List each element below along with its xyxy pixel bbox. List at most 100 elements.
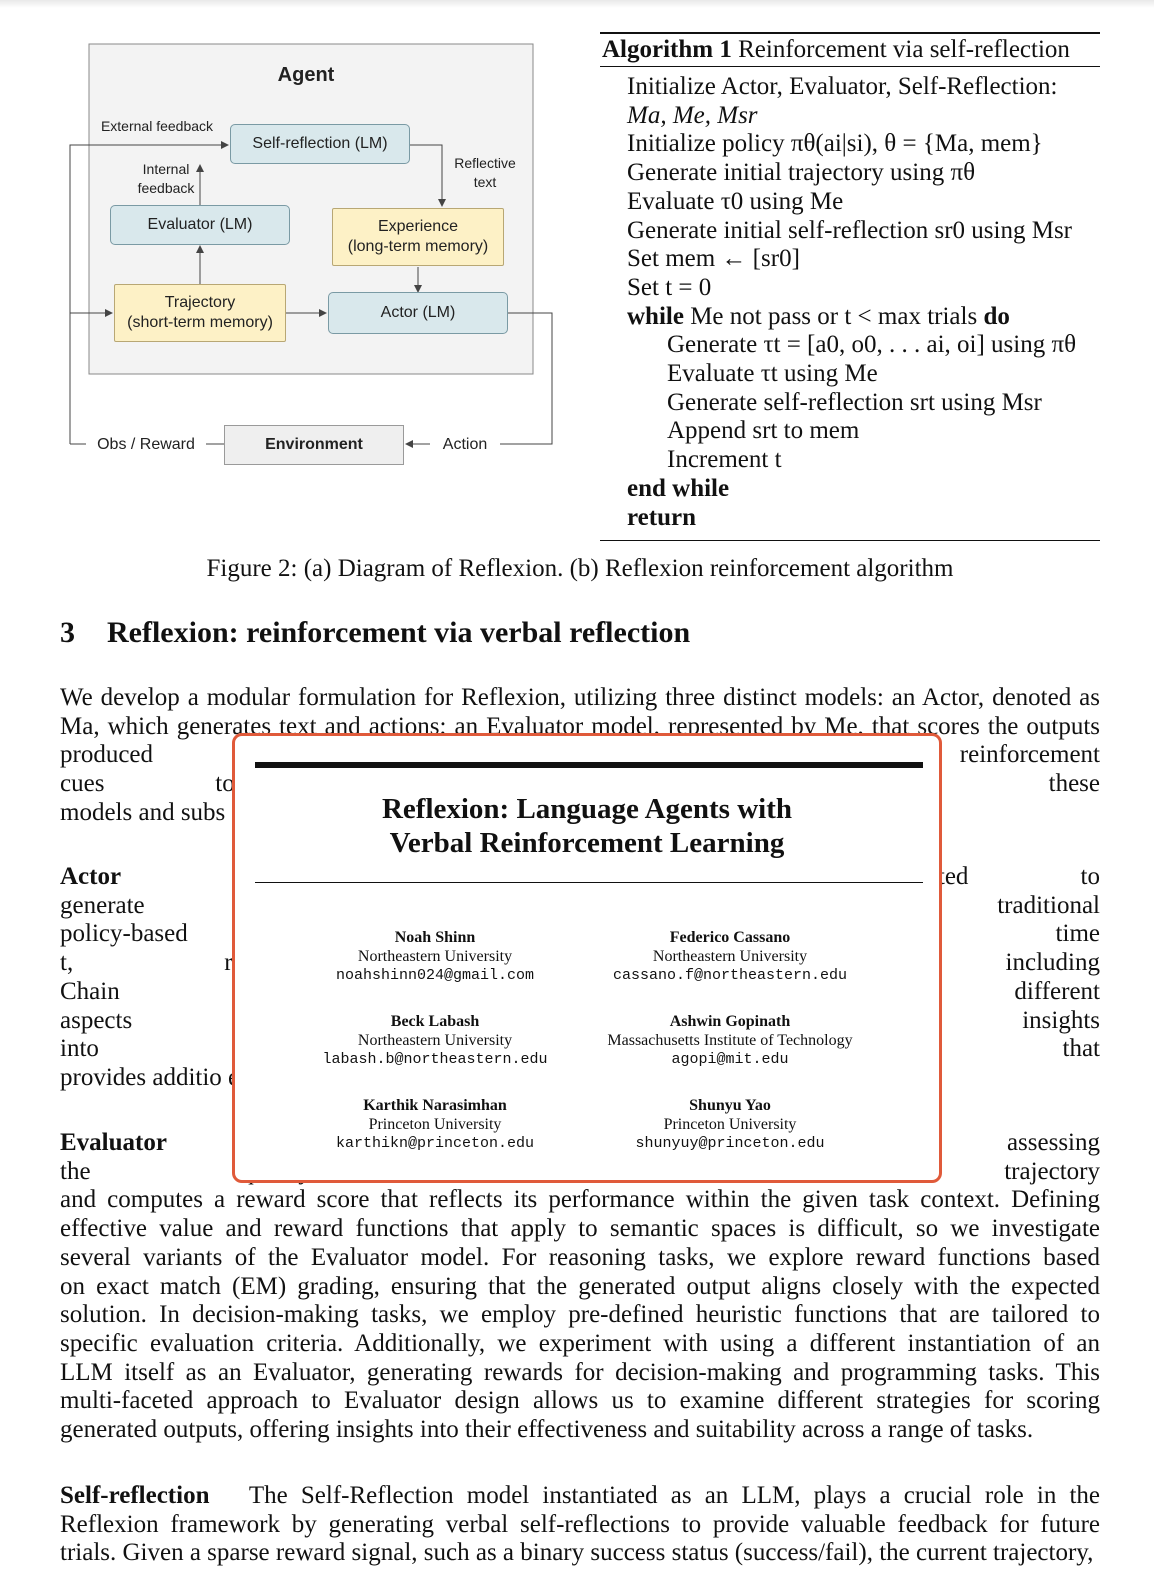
author-email: agopi@mit.edu — [671, 1051, 789, 1068]
self-reflection-box: Self-reflection (LM) — [230, 124, 410, 164]
algorithm-line: Generate self-reflection srt using Msr — [600, 389, 1100, 418]
algorithm-line-text: Evaluate τt using Me — [667, 360, 878, 388]
author-email: noahshinn024@gmail.com — [335, 967, 535, 984]
text-line-content: solution. In decision-making tasks, we e… — [60, 1301, 1100, 1329]
algorithm-line: Increment t — [600, 446, 1100, 475]
algorithm-line: Evaluate τ0 using Me — [600, 188, 1100, 217]
section-title: Reflexion: reinforcement via verbal refl… — [107, 616, 691, 649]
algorithm-top-rule — [600, 32, 1100, 34]
text-line: trials. Given a sparse reward signal, su… — [60, 1539, 1100, 1568]
text-line: and computes a reward score that reflect… — [60, 1186, 1100, 1215]
trajectory-box: Trajectory (short-term memory) — [114, 284, 286, 342]
algorithm-line: Initialize Actor, Evaluator, Self-Reflec… — [600, 73, 1100, 102]
title-card-top-rule — [255, 762, 923, 768]
algorithm-title: Algorithm 1 Reinforcement via self-refle… — [600, 34, 1100, 66]
algorithm-line-text: Generate initial trajectory using πθ — [627, 159, 976, 187]
algorithm-line: Generate initial self-reflection sr0 usi… — [600, 217, 1100, 246]
author-affiliation: Massachusetts Institute of Technology — [607, 1032, 853, 1049]
algorithm-block: Algorithm 1 Reinforcement via self-refle… — [600, 32, 1100, 542]
reflexion-diagram: Agent External feedback Internal feedbac… — [0, 0, 600, 480]
text-line: We develop a modular formulation for Ref… — [60, 684, 1100, 713]
text-line-content: The Self-Reflection model instantiated a… — [248, 1482, 1100, 1509]
text-line: Self-reflection The Self-Reflection mode… — [60, 1482, 1100, 1511]
algorithm-line-text: Me not pass or t < max trials — [683, 302, 984, 330]
paper-title-line2: Verbal Reinforcement Learning — [389, 827, 785, 859]
internal-feedback-label: Internal feedback — [137, 161, 195, 196]
algorithm-line-text: Initialize Actor, Evaluator, Self-Reflec… — [627, 73, 1058, 100]
author-name: Noah Shinn — [394, 929, 476, 946]
text-line: several variants of the Evaluator model.… — [60, 1244, 1100, 1273]
author-name: Ashwin Gopinath — [669, 1013, 791, 1030]
algorithm-line-text: Generate τt = [a0, o0, . . . ai, oi] usi… — [667, 331, 1077, 359]
algorithm-line: Append srt to mem — [600, 417, 1100, 446]
title-card-bottom-rule — [255, 882, 923, 883]
algorithm-line-text: Set mem ← [sr0] — [627, 245, 800, 273]
text-line-content: several variants of the Evaluator model.… — [60, 1243, 1100, 1271]
text-line: Reflexion framework by generating verbal… — [60, 1511, 1100, 1540]
author-email: shunyuy@princeton.edu — [635, 1135, 825, 1152]
text-line-content: generated outputs, offering insights int… — [60, 1416, 1034, 1444]
algorithm-bottom-rule — [600, 540, 1100, 542]
author-affiliation: Princeton University — [663, 1116, 797, 1133]
author-email: labash.b@northeastern.edu — [322, 1051, 548, 1068]
environment-box: Environment — [224, 425, 404, 465]
section-number: 3 — [60, 616, 75, 649]
algorithm-line: Generate τt = [a0, o0, . . . ai, oi] usi… — [600, 331, 1100, 360]
obs-reward-label: Obs / Reward — [86, 435, 206, 454]
algorithm-line-text: Set t = 0 — [627, 273, 712, 301]
algorithm-keyword: while — [627, 302, 684, 330]
algorithm-line: while Me not pass or t < max trials do — [600, 303, 1100, 332]
algorithm-line: Ma, Me, Msr — [600, 102, 1100, 131]
author-affiliation: Northeastern University — [357, 948, 513, 965]
algorithm-body: Initialize Actor, Evaluator, Self-Reflec… — [600, 67, 1100, 540]
algorithm-line-text: Evaluate τ0 using Me — [627, 187, 844, 215]
algorithm-line: Generate initial trajectory using πθ — [600, 159, 1100, 188]
reflective-text-label: Reflective text — [454, 155, 516, 190]
author-name: Karthik Narasimhan — [363, 1097, 507, 1114]
text-line: on exact match (EM) grading, ensuring th… — [60, 1273, 1100, 1302]
agent-label: Agent — [277, 64, 335, 86]
algorithm-line-text: Generate self-reflection srt using Msr — [667, 388, 1042, 416]
algorithm-line-text: Generate initial self-reflection sr0 usi… — [627, 216, 1072, 244]
text-line-content: specific evaluation criteria. Additional… — [60, 1329, 1100, 1357]
author-affiliation: Princeton University — [368, 1116, 502, 1133]
text-line-content: LLM itself as an Evaluator, generating r… — [60, 1358, 1100, 1386]
algorithm-keyword: end while — [627, 474, 730, 502]
page-top-shadow — [0, 0, 1154, 8]
algorithm-line: Initialize policy πθ(ai|si), θ = {Ma, me… — [600, 130, 1100, 159]
text-line-content: multi-faceted approach to Evaluator desi… — [60, 1387, 1100, 1415]
experience-box: Experience (long-term memory) — [332, 208, 504, 266]
algorithm-line-text: Ma, Me, Msr — [627, 101, 758, 129]
text-line: multi-faceted approach to Evaluator desi… — [60, 1387, 1100, 1416]
algorithm-line: return — [600, 504, 1100, 533]
text-line: effective value and reward functions tha… — [60, 1215, 1100, 1244]
evaluator-box: Evaluator (LM) — [110, 205, 290, 245]
author-name: Shunyu Yao — [689, 1097, 771, 1114]
author-affiliation: Northeastern University — [357, 1032, 513, 1049]
text-line: specific evaluation criteria. Additional… — [60, 1330, 1100, 1359]
algorithm-line-text: Initialize policy πθ(ai|si), θ = {Ma, me… — [627, 130, 1043, 158]
action-label: Action — [432, 435, 498, 454]
algorithm-line-text: Increment t — [667, 446, 782, 474]
run-in-heading: Evaluator — [60, 1129, 167, 1156]
algorithm-mid-rule — [600, 66, 1100, 67]
algorithm-line: Set t = 0 — [600, 274, 1100, 303]
algorithm-keyword: do — [983, 302, 1010, 330]
author-email: cassano.f@northeastern.edu — [612, 967, 848, 984]
paper-title-card: Reflexion: Language Agents with Verbal R… — [232, 733, 942, 1183]
section-heading: 3 Reflexion: reinforcement via verbal ref… — [60, 614, 690, 652]
algorithm-line: end while — [600, 475, 1100, 504]
figure-caption: Figure 2: (a) Diagram of Reflexion. (b) … — [206, 555, 954, 582]
text-line-content: Reflexion framework by generating verbal… — [60, 1510, 1100, 1538]
paper-title: Reflexion: Language Agents with Verbal R… — [235, 792, 939, 860]
author-name: Beck Labash — [390, 1013, 480, 1030]
algorithm-line: Evaluate τt using Me — [600, 360, 1100, 389]
algorithm-line: Set mem ← [sr0] — [600, 245, 1100, 274]
algorithm-title-text: Reinforcement via self-reflection — [738, 36, 1070, 63]
external-feedback-label: External feedback — [100, 118, 214, 134]
author-email: karthikn@princeton.edu — [335, 1135, 535, 1152]
